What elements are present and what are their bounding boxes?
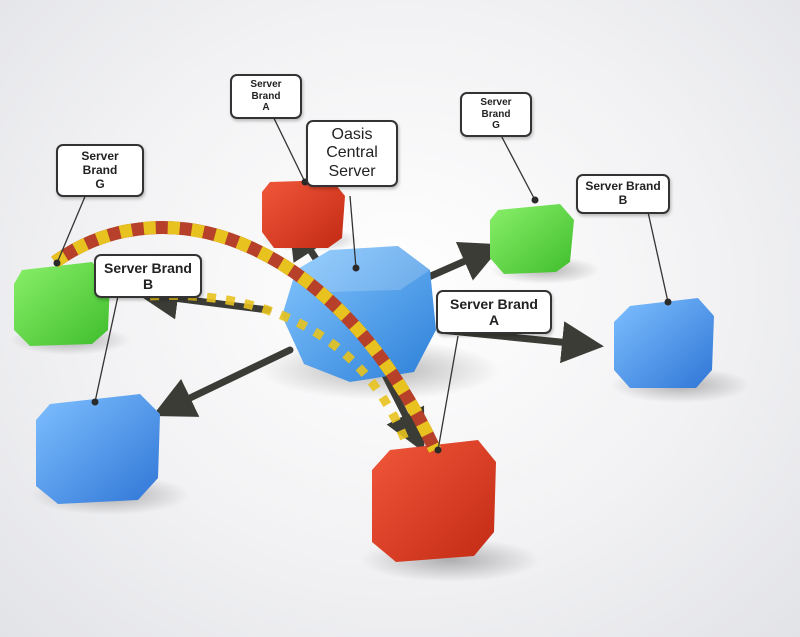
central-server-label: Oasis Central Server	[306, 120, 398, 188]
label-line1: Server Brand	[450, 296, 538, 312]
label-server-brand-b-right: Server Brand B	[576, 174, 670, 214]
data-path-curve	[51, 221, 441, 453]
label-line2: B	[618, 192, 628, 207]
label-line1: Server Brand	[585, 179, 661, 193]
label-line1: Server Brand	[250, 79, 282, 102]
label-server-brand-a-right: Server Brand A	[436, 290, 552, 335]
label-line2: G	[95, 176, 105, 191]
arrow-to-brand-a-bottom	[381, 371, 425, 453]
node-brand-b-right	[614, 298, 714, 388]
label-line1: Server Brand	[104, 260, 192, 276]
label-line1: Server Brand	[81, 149, 119, 177]
label-server-brand-b-left: Server Brand B	[94, 254, 202, 299]
label-server-brand-a-top: Server Brand A	[230, 74, 302, 119]
label-server-brand-g-right: Server Brand G	[460, 92, 532, 137]
central-server-label-line1: Oasis	[331, 126, 373, 143]
node-brand-g-left	[14, 262, 110, 346]
arrow-to-brand-b-left	[152, 346, 294, 417]
node-brand-a-top	[262, 180, 345, 248]
label-line1: Server Brand	[480, 97, 512, 120]
label-line2: G	[492, 120, 500, 131]
central-server-label-line2: Central Server	[326, 144, 378, 180]
label-line2: A	[488, 312, 500, 329]
label-line2: A	[262, 102, 270, 113]
label-server-brand-g-left: Server Brand G	[56, 144, 144, 198]
node-brand-g-right	[490, 204, 574, 274]
node-brand-b-left	[36, 394, 160, 504]
node-central-server	[282, 246, 436, 382]
node-brand-a-bottom	[372, 440, 496, 562]
label-line2: B	[142, 276, 154, 293]
